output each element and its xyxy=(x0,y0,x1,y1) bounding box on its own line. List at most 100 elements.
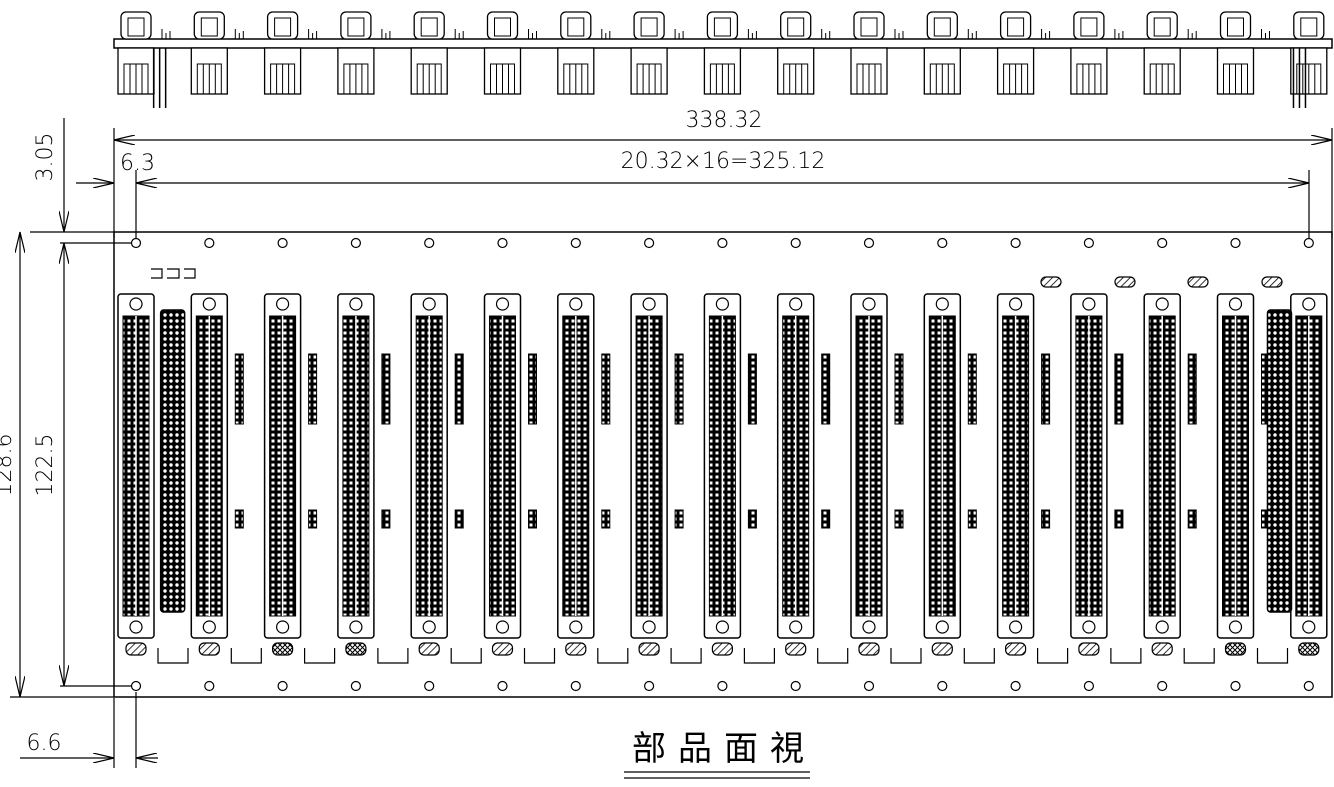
mounting-hole-top xyxy=(1303,237,1314,249)
latch-bottom xyxy=(422,620,436,634)
mounting-hole-top xyxy=(790,237,801,249)
resistor-array xyxy=(1187,353,1197,425)
latch-top xyxy=(789,297,803,311)
resistor-small xyxy=(967,509,977,529)
mounting-hole-top xyxy=(937,237,948,249)
mounting-hole-top xyxy=(130,237,142,249)
mounting-hole-bottom xyxy=(937,680,948,692)
mounting-hole-top xyxy=(1010,237,1021,249)
side-small-parts xyxy=(1187,29,1197,39)
slot xyxy=(557,237,629,692)
bracket xyxy=(1110,648,1142,664)
side-top-inner xyxy=(1007,17,1025,37)
side-pins xyxy=(783,63,809,94)
resistor-small xyxy=(454,509,464,529)
bracket xyxy=(230,648,262,664)
latch-top xyxy=(862,297,876,311)
mounting-hole-top xyxy=(277,237,288,249)
mounting-hole-bottom xyxy=(130,680,142,692)
dimension-lines xyxy=(10,118,1333,779)
bottom-pad xyxy=(858,642,880,656)
slot xyxy=(1290,237,1328,692)
side-connector xyxy=(263,11,318,95)
latch-bottom xyxy=(569,620,583,634)
side-top-inner xyxy=(494,17,511,37)
side-small-parts xyxy=(601,29,611,39)
bracket xyxy=(1256,648,1289,664)
side-small-parts xyxy=(454,29,464,39)
side-connector xyxy=(703,11,757,95)
mounting-hole-bottom xyxy=(497,680,508,692)
side-connector xyxy=(410,11,464,95)
side-pins xyxy=(196,63,222,94)
bracket xyxy=(1183,648,1215,664)
bracket xyxy=(377,648,409,664)
resistor-array xyxy=(747,353,757,425)
dim-slot-pitch: 20.32×16=325.12 xyxy=(621,149,826,174)
latch-bottom xyxy=(789,620,803,634)
bracket xyxy=(670,648,702,664)
side-pins xyxy=(709,63,735,94)
latch-top xyxy=(1302,297,1316,311)
bottom-pad xyxy=(125,642,147,656)
side-small-parts xyxy=(1261,29,1270,39)
side-small-parts xyxy=(1114,29,1124,39)
bottom-pad xyxy=(785,642,807,656)
connector-slots xyxy=(117,237,1328,692)
slot xyxy=(1143,237,1215,692)
mounting-hole-top xyxy=(863,237,875,249)
dim-top-edge-offset: 3.05 xyxy=(33,133,58,182)
side-pins xyxy=(123,63,149,94)
bracket xyxy=(743,648,775,664)
latch-top xyxy=(349,297,363,311)
side-connector xyxy=(117,11,171,95)
latch-bottom xyxy=(642,620,656,634)
side-small-parts xyxy=(1041,29,1051,39)
side-connector xyxy=(1290,11,1328,95)
side-top-inner xyxy=(1300,17,1318,37)
side-pins xyxy=(270,63,296,94)
bracket xyxy=(450,648,482,664)
bracket xyxy=(817,648,849,664)
side-small-parts xyxy=(967,29,977,39)
side-top-inner xyxy=(347,17,365,37)
mounting-hole-bottom xyxy=(1303,680,1314,692)
mounting-hole-top xyxy=(643,237,655,249)
side-connector xyxy=(1216,11,1270,95)
mounting-hole-bottom xyxy=(204,680,215,692)
side-header-pins xyxy=(152,48,167,108)
bracket xyxy=(523,648,556,664)
resistor-small xyxy=(1187,509,1197,529)
side-connector xyxy=(483,11,537,95)
side-top-inner xyxy=(1080,17,1098,37)
side-pcb xyxy=(113,38,1333,49)
side-small-parts xyxy=(381,29,391,39)
mounting-hole-top xyxy=(204,237,215,249)
resistor-array xyxy=(381,353,391,425)
side-connector xyxy=(557,11,611,95)
side-pins xyxy=(563,63,589,94)
bottom-pad xyxy=(198,642,220,656)
latch-top xyxy=(202,297,216,311)
bottom-pad xyxy=(1078,642,1100,656)
slot xyxy=(117,237,189,692)
top-pad xyxy=(1040,276,1062,288)
latch-bottom xyxy=(349,620,363,634)
latch-bottom xyxy=(862,620,876,634)
bottom-pad xyxy=(711,642,734,656)
side-small-parts xyxy=(308,29,318,39)
side-top-inner xyxy=(420,17,438,37)
top-pad xyxy=(1187,276,1209,288)
resistor-array xyxy=(601,353,611,425)
side-pins xyxy=(1076,63,1102,94)
side-connector xyxy=(777,11,831,95)
slot xyxy=(190,237,262,692)
bottom-pad xyxy=(491,642,514,656)
side-connector xyxy=(1070,11,1124,95)
mounting-hole-bottom xyxy=(570,680,581,692)
resistor-array xyxy=(1114,353,1124,425)
bracket xyxy=(157,648,189,664)
side-connector xyxy=(923,11,977,95)
resistor-small xyxy=(894,509,904,529)
